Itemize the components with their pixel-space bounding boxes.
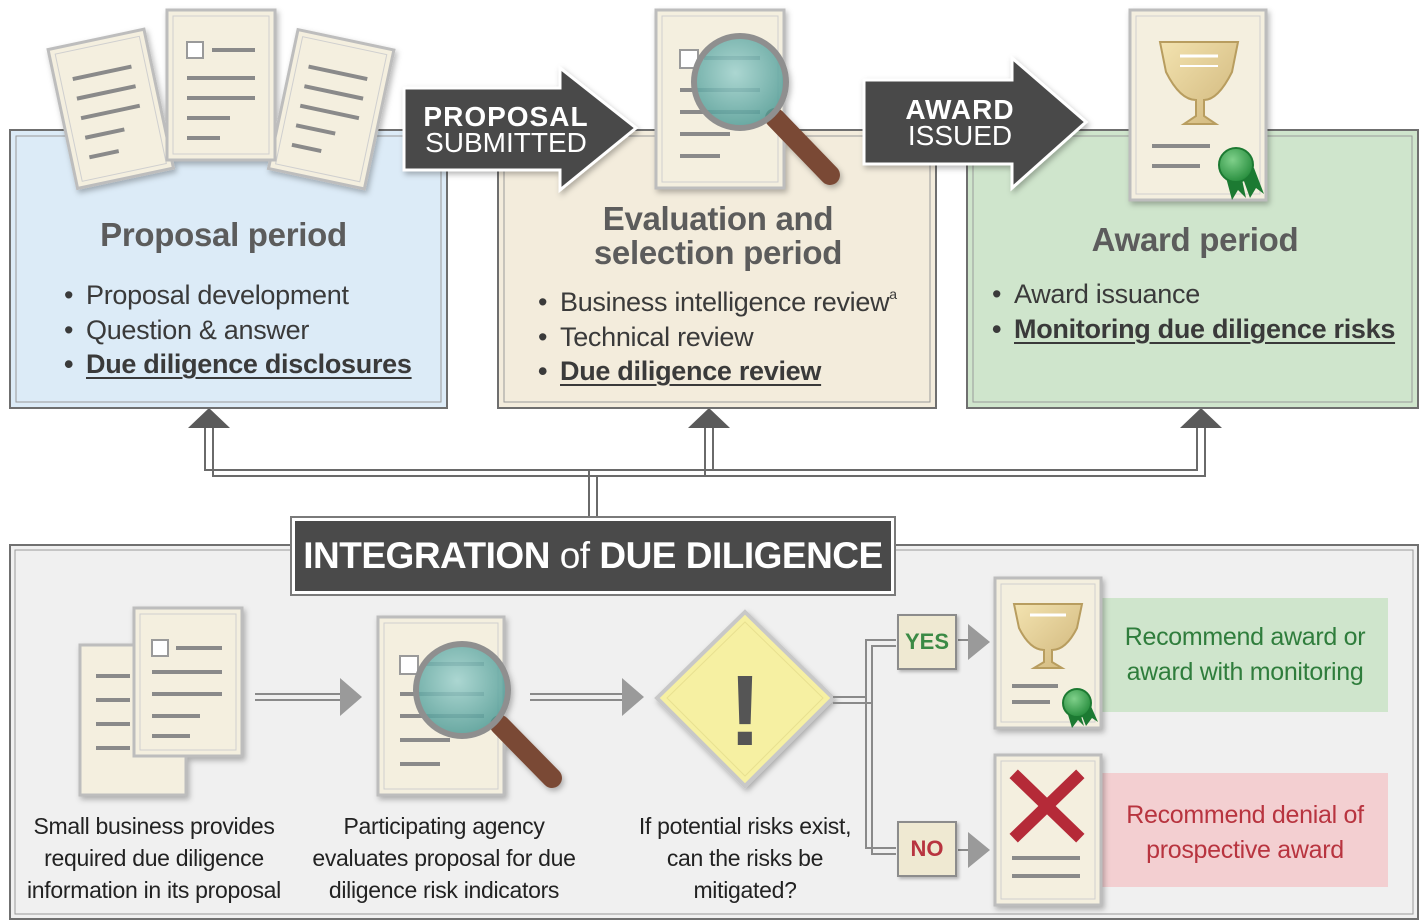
flow-arrow-1 [255, 678, 362, 716]
step-evaluate-caption: Participating agency evaluates proposal … [312, 813, 576, 903]
decision-branches [833, 639, 968, 855]
arrowhead-to-award [1180, 408, 1222, 428]
proposal-documents-icon [46, 8, 396, 191]
step-decision-caption: If potential risks exist, can the risks … [638, 813, 852, 903]
yes-tag: YES [897, 614, 957, 670]
no-branch-arrowhead [968, 832, 990, 868]
list-item: •Due diligence disclosures [64, 349, 412, 379]
list-item: •Technical review [538, 321, 754, 352]
arrowhead-to-proposal [188, 408, 230, 428]
list-item: •Business intelligence reviewa [538, 286, 897, 317]
award-period-list: •Award issuance •Monitoring due diligenc… [992, 277, 1395, 346]
list-item: •Question & answer [64, 314, 310, 345]
list-item: •Proposal development [64, 280, 349, 310]
list-item: •Due diligence review [538, 356, 822, 386]
flow-arrow-2 [530, 678, 644, 716]
yes-outcome-text: Recommend award or award with monitoring [1124, 623, 1366, 686]
award-issued-label: AWARD ISSUED [905, 94, 1015, 151]
proposal-submitted-arrow [402, 64, 639, 194]
warning-exclamation: ! [728, 655, 761, 767]
yes-award-certificate-icon [993, 576, 1103, 730]
arrowhead-to-evaluation [688, 408, 730, 428]
no-denial-certificate-icon [993, 753, 1103, 907]
proposal-submitted-label: PROPOSAL SUBMITTED [423, 101, 589, 158]
list-item: •Monitoring due diligence risks [992, 313, 1396, 344]
step-submit-caption: Small business provides required due dil… [27, 813, 281, 903]
step-submit-documents-icon [78, 606, 244, 797]
award-certificate-icon [1128, 8, 1268, 202]
integration-title: INTEGRATION of DUE DILIGENCE [290, 516, 896, 596]
list-item: •Award issuance [992, 279, 1200, 309]
no-outcome-band [1098, 773, 1388, 887]
evaluation-period-title: Evaluation and selection period [593, 200, 843, 271]
warning-diamond-icon [654, 609, 836, 789]
evaluation-magnifier-icon [654, 8, 840, 190]
footnote-marker: a [889, 286, 897, 302]
yes-branch-arrowhead [968, 624, 990, 660]
no-tag: NO [897, 821, 957, 877]
award-period-title: Award period [1091, 221, 1299, 258]
proposal-period-title: Proposal period [100, 216, 347, 253]
step-evaluate-magnifier-icon [376, 615, 562, 797]
evaluation-period-list: •Business intelligence reviewa •Technica… [538, 277, 897, 389]
award-issued-arrow [862, 54, 1089, 192]
no-outcome-text: Recommend denial of prospective award [1126, 801, 1364, 864]
proposal-period-list: •Proposal development •Question & answer… [64, 278, 412, 382]
yes-outcome-band [1098, 598, 1388, 712]
integration-connectors [204, 428, 1206, 518]
connector-arrowheads [188, 408, 1222, 428]
